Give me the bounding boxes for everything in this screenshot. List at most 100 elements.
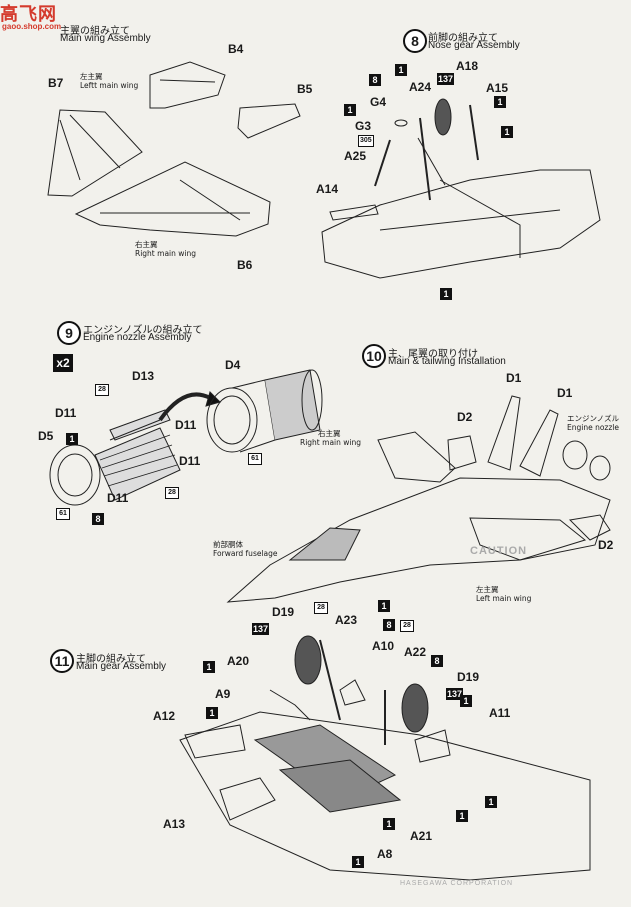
watermark-logo: 高飞网 <box>0 4 57 25</box>
fuselage-shape <box>226 477 611 603</box>
paint-code-box: 1 <box>494 96 506 108</box>
part-a14-shape <box>329 204 379 221</box>
step7-title-en: Main wing Assembly <box>60 33 151 44</box>
paint-code-box: 137 <box>446 688 464 700</box>
part-b4-shape <box>149 61 226 109</box>
tail-d2-shape <box>447 435 477 471</box>
nose-fuselage-shape <box>321 169 601 279</box>
right-wing-label-jp: 右主翼 <box>318 429 341 438</box>
left-wing-label-jp: 左主翼 <box>476 585 499 594</box>
step8-title-en: Nose gear Assembly <box>428 40 520 51</box>
part-b7-shape <box>47 109 143 197</box>
quantity-badge: x2 <box>53 354 73 372</box>
paint-code-box: 8 <box>369 74 381 86</box>
part-label-a9: A9 <box>215 687 231 701</box>
step10-number: 10 <box>362 344 386 368</box>
fuselage-underside-shape <box>179 711 591 881</box>
right-wing-label-en: Right main wing <box>300 438 361 447</box>
paint-code-box: 1 <box>456 810 468 822</box>
tail-d2b-shape <box>568 514 611 541</box>
part-label-a14: A14 <box>316 182 339 196</box>
part-a12-shape <box>184 724 246 759</box>
part-label-b5: B5 <box>297 82 313 96</box>
paint-code-box: 28 <box>314 602 328 614</box>
paint-code-box: 1 <box>440 288 452 300</box>
part-label-d5: D5 <box>38 429 54 443</box>
caution-text: CAUTION <box>470 545 528 557</box>
part-label-d4: D4 <box>225 358 241 372</box>
part-label-a13: A13 <box>163 817 186 831</box>
paint-code-box: 61 <box>248 453 262 465</box>
part-label-a21: A21 <box>410 829 433 843</box>
company-text: HASEGAWA CORPORATION <box>400 880 514 887</box>
paint-code-box: 28 <box>165 487 179 499</box>
part-label-d1: D1 <box>506 371 522 385</box>
fuselage-label-en: Forward fuselage <box>213 549 278 558</box>
fin-d1b-shape <box>519 409 559 477</box>
part-label-a25: A25 <box>344 149 367 163</box>
part-label-d11: D11 <box>55 406 77 420</box>
paint-code-box: 1 <box>352 856 364 868</box>
paint-code-box: 1 <box>203 661 215 673</box>
step9-number: 9 <box>57 321 81 345</box>
left-wing-shape <box>469 517 587 561</box>
right-wing-label-en: Right main wing <box>135 249 196 258</box>
left-wing-label-jp: 左主翼 <box>80 72 103 81</box>
nozzle-label-jp: エンジンノズル <box>567 414 620 423</box>
part-label-b7: B7 <box>48 76 64 90</box>
paint-code-box: 1 <box>501 126 513 138</box>
part-label-a11: A11 <box>489 706 511 720</box>
paint-code-box: 61 <box>56 508 70 520</box>
part-label-a18: A18 <box>456 59 479 73</box>
part-label-d13: D13 <box>132 369 155 383</box>
paint-code-box: 137 <box>252 623 270 635</box>
part-d5-shape <box>49 444 101 506</box>
paint-code-box: 1 <box>378 600 390 612</box>
step10-title-jp: 主、尾翼の取り付け <box>388 349 478 360</box>
left-wing-label-en: Leftt main wing <box>80 81 139 90</box>
step9-title-en: Engine nozzle Assembly <box>83 332 192 343</box>
part-label-g4: G4 <box>370 95 387 109</box>
paint-code-box: 305 <box>358 135 374 147</box>
paint-code-box: 1 <box>395 64 407 76</box>
right-wing-shape <box>377 431 456 483</box>
step11-title-en: Main gear Assembly <box>76 661 167 672</box>
paint-code-box: 1 <box>344 104 356 116</box>
paint-code-box: 137 <box>437 73 455 85</box>
paint-code-box: 28 <box>400 620 414 632</box>
part-label-b6: B6 <box>237 258 253 272</box>
left-wing-label-en: Left main wing <box>476 594 532 603</box>
part-label-d19: D19 <box>457 670 480 684</box>
part-label-a10: A10 <box>372 639 395 653</box>
part-label-a12: A12 <box>153 709 176 723</box>
part-label-a24: A24 <box>409 80 432 94</box>
fuselage-label-jp: 前部胴体 <box>213 540 243 549</box>
paint-code-box: 8 <box>383 619 395 631</box>
part-label-a20: A20 <box>227 654 250 668</box>
part-label-d1: D1 <box>557 386 573 400</box>
watermark-url: gaoo.shop.com <box>2 22 62 31</box>
part-b6-shape <box>74 161 271 237</box>
part-label-d11: D11 <box>107 491 129 505</box>
step7-title-jp: 主翼の組み立て <box>60 26 130 37</box>
part-label-d11: D11 <box>175 418 197 432</box>
paint-code-box: 1 <box>206 707 218 719</box>
paint-code-box: 8 <box>431 655 443 667</box>
step11-title-jp: 主脚の組み立て <box>76 654 146 665</box>
paint-code-box: 1 <box>460 695 472 707</box>
fin-d1a-shape <box>487 395 521 471</box>
nozzle-petals-shape <box>94 427 181 501</box>
step11-number: 11 <box>50 649 74 673</box>
part-label-b4: B4 <box>228 42 244 56</box>
part-label-a8: A8 <box>377 847 393 861</box>
step9-title-jp: エンジンノズルの組み立て <box>83 325 203 336</box>
right-wing-label-jp: 右主翼 <box>135 240 158 249</box>
paint-code-box: 1 <box>383 818 395 830</box>
part-label-d11: D11 <box>179 454 201 468</box>
part-label-d19: D19 <box>272 605 295 619</box>
part-b5-shape <box>237 103 301 139</box>
part-label-a22: A22 <box>404 645 427 659</box>
paint-code-box: 1 <box>485 796 497 808</box>
part-label-a23: A23 <box>335 613 358 627</box>
